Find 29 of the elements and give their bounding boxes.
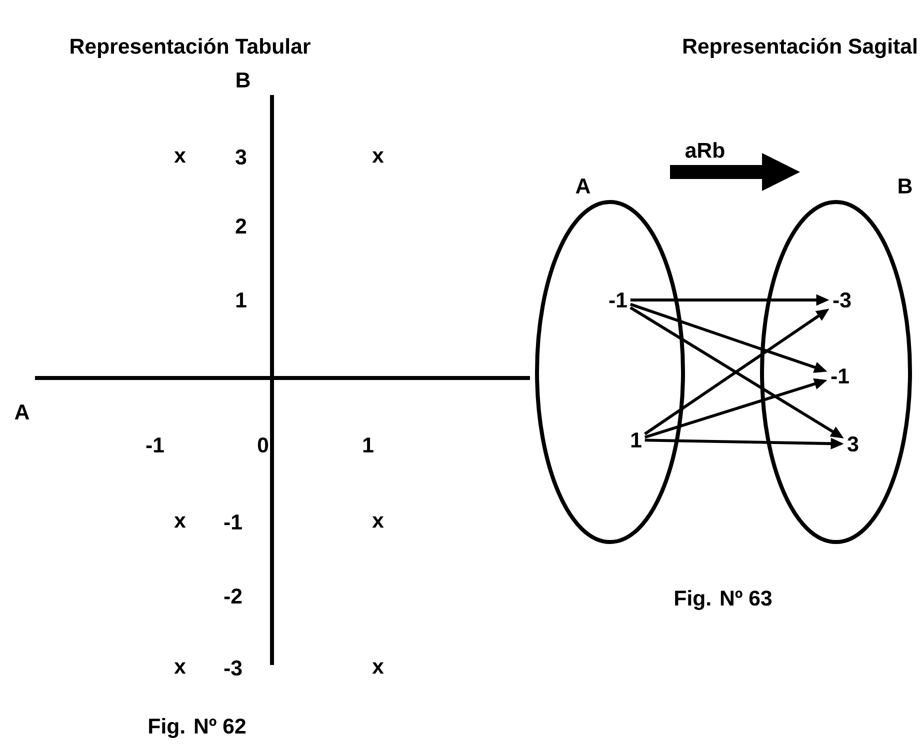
tick-label: -2	[224, 588, 242, 604]
tick-label: 1	[236, 292, 246, 308]
element-label: 1	[631, 432, 642, 448]
tick-label: -3	[224, 660, 242, 676]
axis-label: A	[14, 404, 30, 420]
element-label: -1	[831, 368, 849, 384]
title: Representación Tabular	[70, 38, 310, 58]
tick-label: 3	[236, 149, 246, 165]
tick-label: 2	[236, 218, 246, 234]
axis-label: B	[236, 72, 250, 88]
set-label: B	[898, 178, 912, 194]
title: Representación Sagital	[683, 38, 916, 58]
cross-mark: x	[372, 516, 384, 528]
element-label: -3	[833, 292, 851, 308]
element-label: 3	[848, 436, 858, 452]
set-label: A	[576, 178, 590, 194]
figure-caption: Fig. Nº 63	[675, 590, 772, 610]
tick-label: -1	[146, 438, 164, 452]
cross-mark: x	[174, 662, 186, 674]
cross-mark: x	[372, 151, 384, 163]
element-label: -1	[609, 292, 627, 308]
figure-caption: Fig. Nº 62	[149, 718, 246, 738]
tick-label: -1	[224, 514, 242, 530]
tick-label: 1	[363, 438, 374, 452]
cross-mark: x	[372, 662, 384, 674]
relation-label: aRb	[685, 142, 724, 158]
cross-mark: x	[174, 151, 186, 163]
cross-mark: x	[174, 516, 186, 528]
tick-label: 0	[258, 437, 268, 453]
